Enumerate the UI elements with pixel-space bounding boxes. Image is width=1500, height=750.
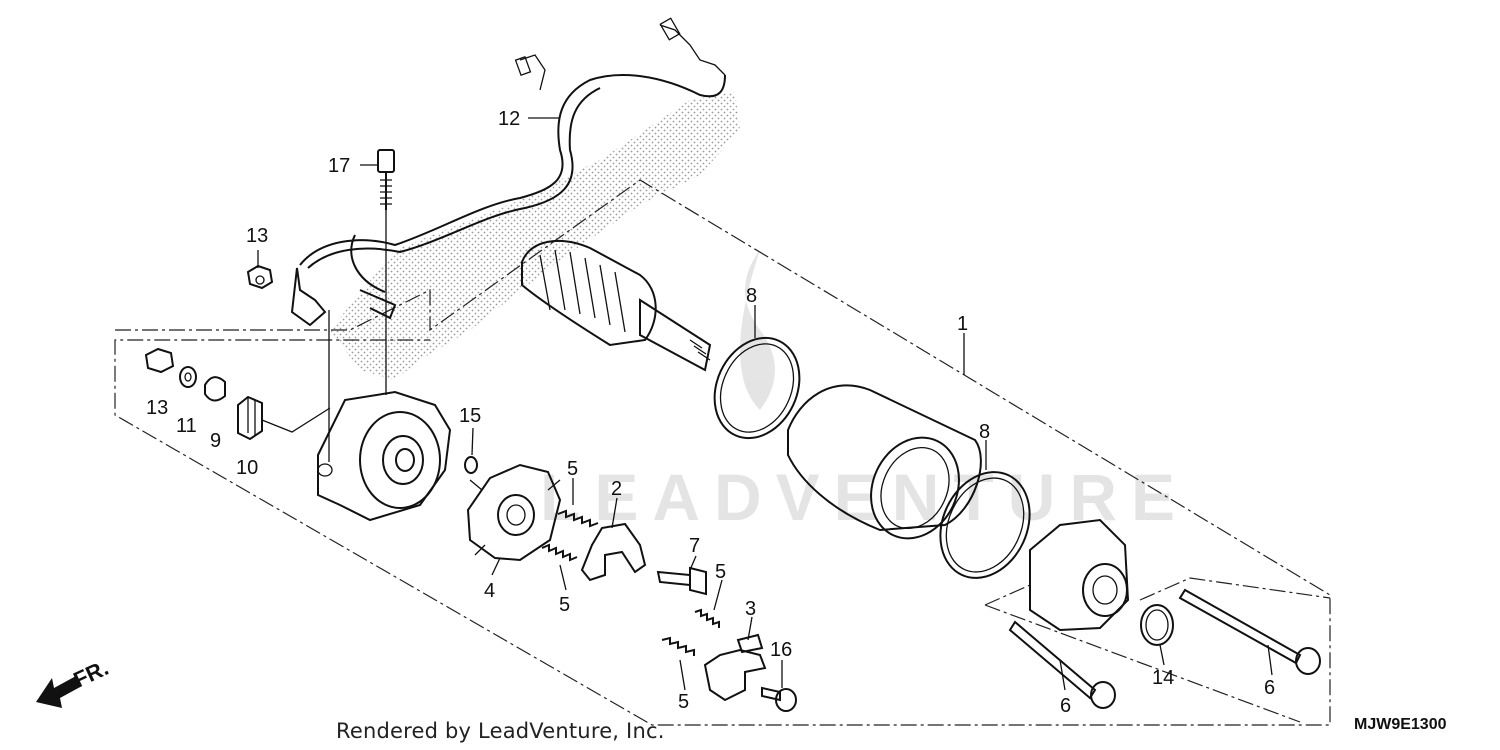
- shadow-area: [330, 92, 740, 380]
- o-ring-15: [464, 456, 478, 474]
- callout-16: 16: [770, 639, 792, 661]
- front-direction-indicator: FR.: [36, 655, 112, 708]
- svg-text:LEADVENTURE: LEADVENTURE: [540, 460, 1189, 534]
- terminal-bolt-7: [656, 566, 707, 596]
- brush-plate-3: [703, 633, 767, 702]
- callout-4: 4: [484, 580, 495, 602]
- callout-3: 3: [745, 598, 756, 620]
- callout-10: 10: [236, 457, 258, 479]
- callout-17: 17: [328, 155, 350, 177]
- springs: [541, 509, 720, 656]
- long-bolts: [1008, 588, 1321, 709]
- armature: [521, 239, 712, 372]
- yoke: [787, 384, 982, 540]
- o-ring-8-upper-inner: [719, 343, 795, 433]
- nut-13-upper: [246, 264, 274, 290]
- callout-5a: 5: [567, 458, 578, 480]
- callout-7: 7: [689, 535, 700, 557]
- front-cover: [317, 310, 452, 522]
- callout-12: 12: [498, 108, 520, 130]
- callout-15: 15: [459, 405, 481, 427]
- bolt-17: [377, 149, 395, 395]
- o-ring-8-lower: [939, 471, 1031, 579]
- callout-2: 2: [611, 478, 622, 500]
- callout-5d: 5: [678, 691, 689, 713]
- terminal-hardware: [144, 347, 331, 441]
- callout-8b: 8: [979, 421, 990, 443]
- callout-1: 1: [957, 313, 968, 335]
- callout-9: 9: [210, 430, 221, 452]
- callout-13a: 13: [246, 225, 268, 247]
- o-ring-8-upper: [713, 336, 801, 440]
- callout-13b: 13: [146, 397, 168, 419]
- diagram-code: MJW9E1300: [1354, 716, 1447, 733]
- front-arrow-icon: [36, 676, 82, 708]
- o-ring-8-lower-inner: [945, 477, 1025, 573]
- leader-lines: [257, 117, 1273, 691]
- wire-harness: [290, 17, 726, 327]
- callout-6a: 6: [1060, 695, 1071, 717]
- callout-14: 14: [1152, 667, 1174, 689]
- callout-5b: 5: [559, 594, 570, 616]
- watermark: LEADVENTURE: [540, 250, 1189, 534]
- callout-8a: 8: [746, 285, 757, 307]
- credit-text: Rendered by LeadVenture, Inc.: [336, 719, 665, 743]
- screw-16: [761, 686, 797, 712]
- callout-11: 11: [176, 415, 197, 437]
- callout-5c: 5: [715, 561, 726, 583]
- brush-holder: [466, 463, 562, 562]
- rear-housing: [1029, 518, 1130, 632]
- callout-6b: 6: [1264, 677, 1275, 699]
- o-ring-14: [1140, 604, 1174, 646]
- o-ring-14-inner: [1145, 609, 1169, 641]
- terminal-plate-2: [580, 522, 647, 582]
- callout-labels: 1 2 3 4 5 5 5 5 6 6 7 8 8 9 10 11 12 13 …: [146, 108, 1275, 717]
- assembly-outline: [114, 179, 1331, 726]
